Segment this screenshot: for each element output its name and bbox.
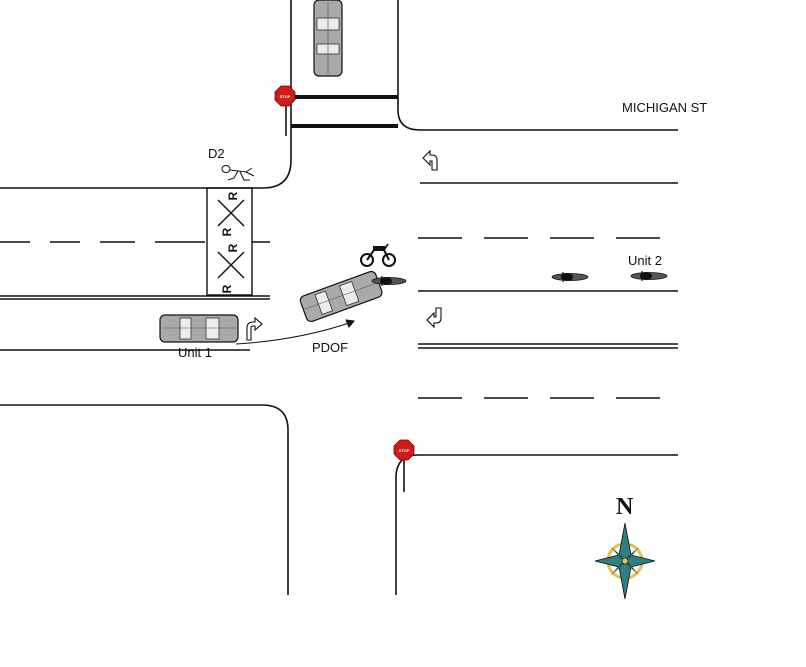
compass-rose: N <box>594 494 656 600</box>
pedestrian-d2 <box>221 165 255 181</box>
stop-sign-north: STOP <box>274 85 296 136</box>
stop-sign-south: STOP <box>393 439 415 492</box>
vehicle-unit1-post-impact <box>299 270 383 323</box>
street-label: MICHIGAN ST <box>622 100 707 115</box>
label-d2: D2 <box>208 146 225 161</box>
lane-dashes <box>0 237 660 399</box>
turn-arrow-unit1 <box>246 316 263 341</box>
stop-bars <box>291 95 398 128</box>
label-unit2: Unit 2 <box>628 253 662 268</box>
motorcycle-impact <box>371 276 407 286</box>
railroad-mark: R <box>226 191 240 200</box>
turn-arrow-westbound <box>422 149 438 171</box>
vehicle-north <box>313 0 343 77</box>
railroad-mark: R <box>220 227 234 236</box>
svg-text:STOP: STOP <box>280 94 291 99</box>
label-unit1: Unit 1 <box>178 345 212 360</box>
railroad-mark: R <box>220 284 234 293</box>
compass-north-letter: N <box>616 494 634 520</box>
railroad-crossing: R R R R <box>206 187 253 296</box>
motorcycle-unit2 <box>630 271 668 281</box>
turn-arrow-eastbound <box>426 307 442 329</box>
motorcycle-mid <box>551 272 589 282</box>
pdof-arrow <box>235 319 355 345</box>
label-pdof: PDOF <box>312 340 348 355</box>
motorcycle-icon <box>360 243 396 267</box>
svg-text:STOP: STOP <box>399 448 410 453</box>
vehicle-unit1 <box>159 314 239 343</box>
road-edges <box>0 0 678 595</box>
railroad-mark: R <box>226 243 240 252</box>
